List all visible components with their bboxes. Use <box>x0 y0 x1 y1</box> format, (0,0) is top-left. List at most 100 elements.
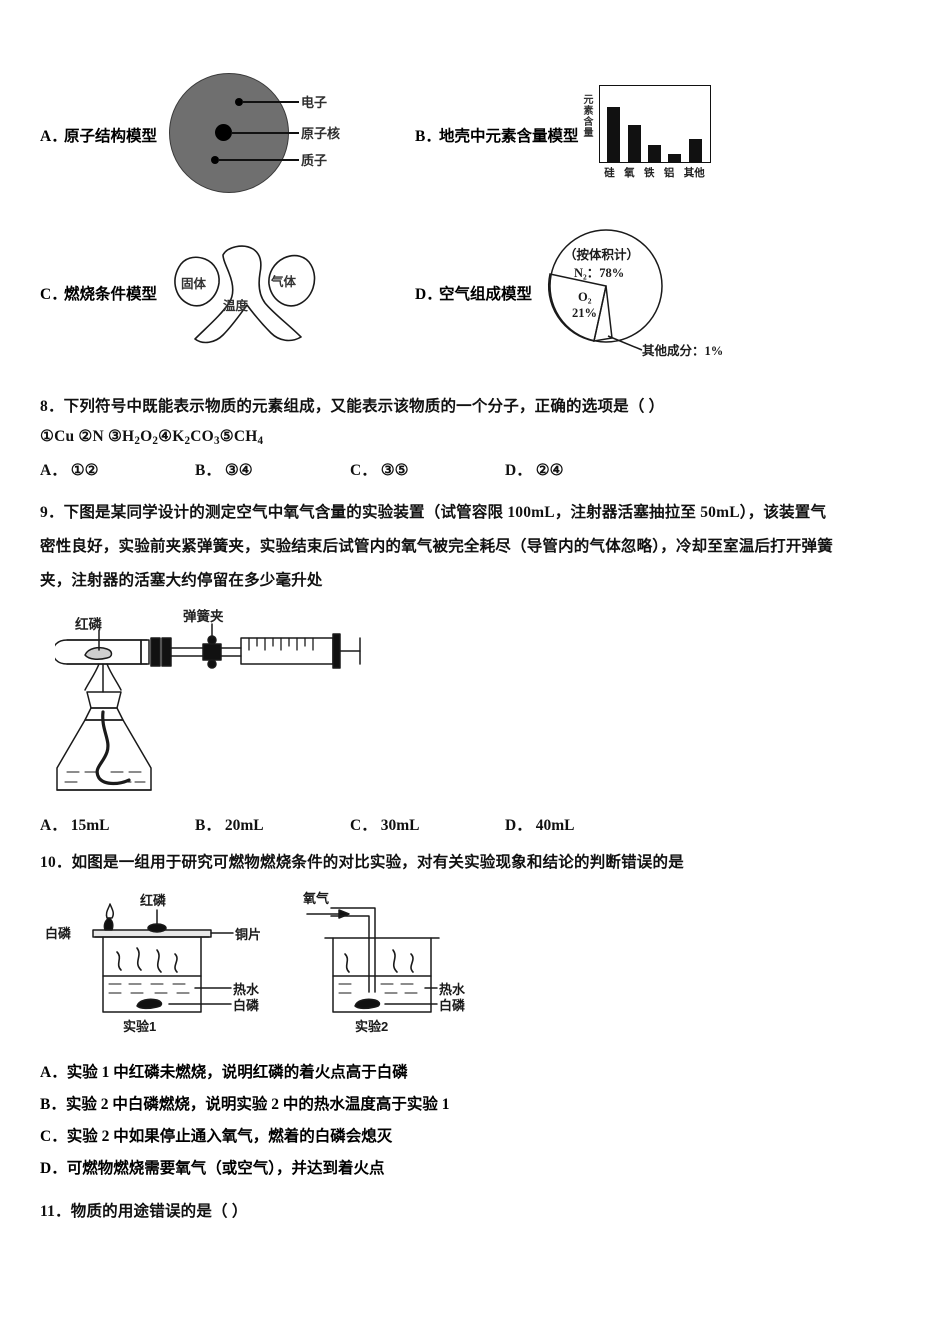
hot-water-label-exp1: 热水 <box>233 982 260 997</box>
q7-option-a-label: 原子结构模型 <box>64 128 158 145</box>
q9-option-a[interactable]: A． 15mL <box>40 813 195 835</box>
q10-option-c-key: C． <box>40 1128 67 1145</box>
q9-option-a-text: 15mL <box>70 817 110 834</box>
bar-si <box>607 107 621 162</box>
q8-option-c-key: C． <box>350 462 377 479</box>
red-phosphorus-label-exp1: 红磷 <box>140 893 167 908</box>
red-phosphorus-label: 红磷 <box>75 617 102 632</box>
q7-option-c-key: C． <box>40 286 67 303</box>
bar-al <box>668 154 682 162</box>
fire-label-gas: 气体 <box>271 275 297 289</box>
experiment-1-caption: 实验1 <box>123 1019 157 1034</box>
hot-water-label-exp2: 热水 <box>439 982 466 997</box>
question-10-experiments-figure: 白磷 红磷 铜片 热水 白磷 实验1 氧气 热水 白磷 实验2 <box>45 880 525 1045</box>
copper-sheet-label: 铜片 <box>235 927 262 942</box>
q7-option-b-key: B． <box>415 128 441 145</box>
q9-option-a-key: A． <box>40 817 67 834</box>
q7-option-a[interactable]: A． 原子结构模型 电子 原子核 质子 <box>40 70 415 200</box>
q10-option-d[interactable]: D．可燃物燃烧需要氧气（或空气），并达到着火点 <box>40 1153 449 1185</box>
bar-cat-al: 铝 <box>663 167 675 179</box>
air-composition-pie-chart: （按体积计） N₂：78% O₂ 21% 其他成分：1% <box>534 228 744 358</box>
q8-option-c-text: ③⑤ <box>380 462 409 479</box>
q7-option-d-label: 空气组成模型 <box>439 286 533 303</box>
q7-option-c[interactable]: C． 燃烧条件模型 固体 气体 <box>40 228 415 358</box>
q10-option-a[interactable]: A．实验 1 中红磷未燃烧，说明红磷的着火点高于白磷 <box>40 1057 449 1089</box>
q8-option-d[interactable]: D． ②④ <box>505 458 660 480</box>
fire-label-solid: 固体 <box>181 277 207 291</box>
q7-option-b[interactable]: B． 地壳中元素含量模型 元素含量 硅 <box>415 70 815 200</box>
bar-cat-o: 氧 <box>624 167 635 179</box>
q10-option-c-text: 实验 2 中如果停止通入氧气，燃着的白磷会熄灭 <box>66 1128 393 1145</box>
q9-option-d-text: 40mL <box>535 817 575 834</box>
q9-option-b-text: 20mL <box>224 817 264 834</box>
question-8-options: A． ①② B． ③④ C． ③⑤ D． ②④ <box>40 458 660 480</box>
q7-option-d[interactable]: D． 空气组成模型 （按体积计） <box>415 228 815 358</box>
q8-option-b-key: B． <box>195 462 221 479</box>
proton-dot-icon <box>211 156 220 164</box>
pie-label-oxygen-value: 21% <box>572 306 598 320</box>
question-10-options: A．实验 1 中红磷未燃烧，说明红磷的着火点高于白磷 B．实验 2 中白磷燃烧，… <box>40 1057 449 1185</box>
q10-option-a-key: A． <box>40 1064 67 1081</box>
q7-row-1: A． 原子结构模型 电子 原子核 质子 B． <box>40 70 920 200</box>
q10-option-b-text: 实验 2 中白磷燃烧，说明实验 2 中的热水温度高于实验 1 <box>65 1096 450 1113</box>
q10-option-b[interactable]: B．实验 2 中白磷燃烧，说明实验 2 中的热水温度高于实验 1 <box>40 1089 449 1121</box>
q7-option-a-key: A． <box>40 128 67 145</box>
question-8-stem: 8．下列符号中既能表示物质的元素组成，又能表示该物质的一个分子，正确的选项是（ … <box>40 398 665 415</box>
bar-fe <box>647 144 661 162</box>
q9-option-d-key: D． <box>505 817 532 834</box>
bar-o <box>627 124 641 162</box>
pie-label-oxygen-name: O₂ <box>578 290 592 304</box>
q10-option-d-key: D． <box>40 1160 67 1177</box>
q10-option-c[interactable]: C．实验 2 中如果停止通入氧气，燃着的白磷会熄灭 <box>40 1121 449 1153</box>
question-9-stem-line-1: 9．下图是某同学设计的测定空气中氧气含量的实验装置（试管容限 100mL，注射器… <box>40 504 827 521</box>
bar-chart-bars <box>600 86 710 162</box>
combustion-fire-diagram: 固体 气体 温度 <box>161 237 331 349</box>
q10-option-d-text: 可燃物燃烧需要氧气（或空气），并达到着火点 <box>66 1160 385 1177</box>
proton-label: 质子 <box>301 153 328 168</box>
question-8-items: ①Cu ②N ③H2O2④K2CO3⑤CH4 <box>40 422 263 456</box>
white-phosphorus-label-exp2: 白磷 <box>439 998 466 1013</box>
experiment-2-caption: 实验2 <box>355 1019 389 1034</box>
fire-shape-svg <box>174 245 316 344</box>
nucleus-label: 原子核 <box>301 126 341 141</box>
bar-other <box>688 139 702 162</box>
q9-option-c-key: C． <box>350 817 377 834</box>
q9-option-b[interactable]: B． 20mL <box>195 813 350 835</box>
spring-clip-label: 弹簧夹 <box>183 609 224 624</box>
q9-option-b-key: B． <box>195 817 221 834</box>
question-10-stem: 10．如图是一组用于研究可燃物燃烧条件的对比实验，对有关实验现象和结论的判断错误… <box>40 854 684 871</box>
q8-option-d-text: ②④ <box>535 462 564 479</box>
q9-option-d[interactable]: D． 40mL <box>505 813 660 835</box>
q8-option-c[interactable]: C． ③⑤ <box>350 458 505 480</box>
pie-title-by-volume: （按体积计） <box>564 248 640 262</box>
crust-element-bar-chart: 元素含量 硅 氧 铁 铝 <box>581 79 731 191</box>
q7-option-c-label: 燃烧条件模型 <box>64 286 158 303</box>
q9-option-c-text: 30mL <box>380 817 420 834</box>
oxygen-measurement-apparatus-svg <box>52 623 361 791</box>
q10-option-a-text: 实验 1 中红磷未燃烧，说明红磷的着火点高于白磷 <box>66 1064 408 1081</box>
pie-label-nitrogen: N₂：78% <box>574 266 625 280</box>
q10-option-b-key: B． <box>40 1096 66 1113</box>
electron-leader-line <box>242 101 300 103</box>
question-9-options: A． 15mL B． 20mL C． 30mL D． 40mL <box>40 813 660 835</box>
bar-chart-category-labels: 硅 氧 铁 铝 其他 <box>599 165 711 180</box>
nucleus-dot-icon <box>215 124 233 141</box>
q7-option-b-label: 地壳中元素含量模型 <box>439 128 579 145</box>
question-9-apparatus-figure: 红磷 弹簧夹 <box>52 600 385 800</box>
bar-cat-fe: 铁 <box>643 167 655 179</box>
q8-option-a-key: A． <box>40 462 67 479</box>
q8-option-d-key: D． <box>505 462 532 479</box>
bar-chart-plot-frame <box>598 85 711 163</box>
q8-option-b-text: ③④ <box>224 462 253 479</box>
question-7-options-grid: A． 原子结构模型 电子 原子核 质子 B． <box>40 70 920 358</box>
q8-item-text: ①Cu ②N ③H2O2④K2CO3⑤CH4 <box>40 428 264 447</box>
q9-option-c[interactable]: C． 30mL <box>350 813 505 835</box>
q8-option-b[interactable]: B． ③④ <box>195 458 350 480</box>
oxygen-label: 氧气 <box>303 891 330 906</box>
q8-option-a[interactable]: A． ①② <box>40 458 195 480</box>
nucleus-leader-line <box>231 132 300 134</box>
pie-label-other: 其他成分：1% <box>642 344 724 358</box>
question-9-stem-line-3: 夹，注射器的活塞大约停留在多少毫升处 <box>40 572 323 589</box>
bar-cat-other: 其他 <box>683 167 705 179</box>
